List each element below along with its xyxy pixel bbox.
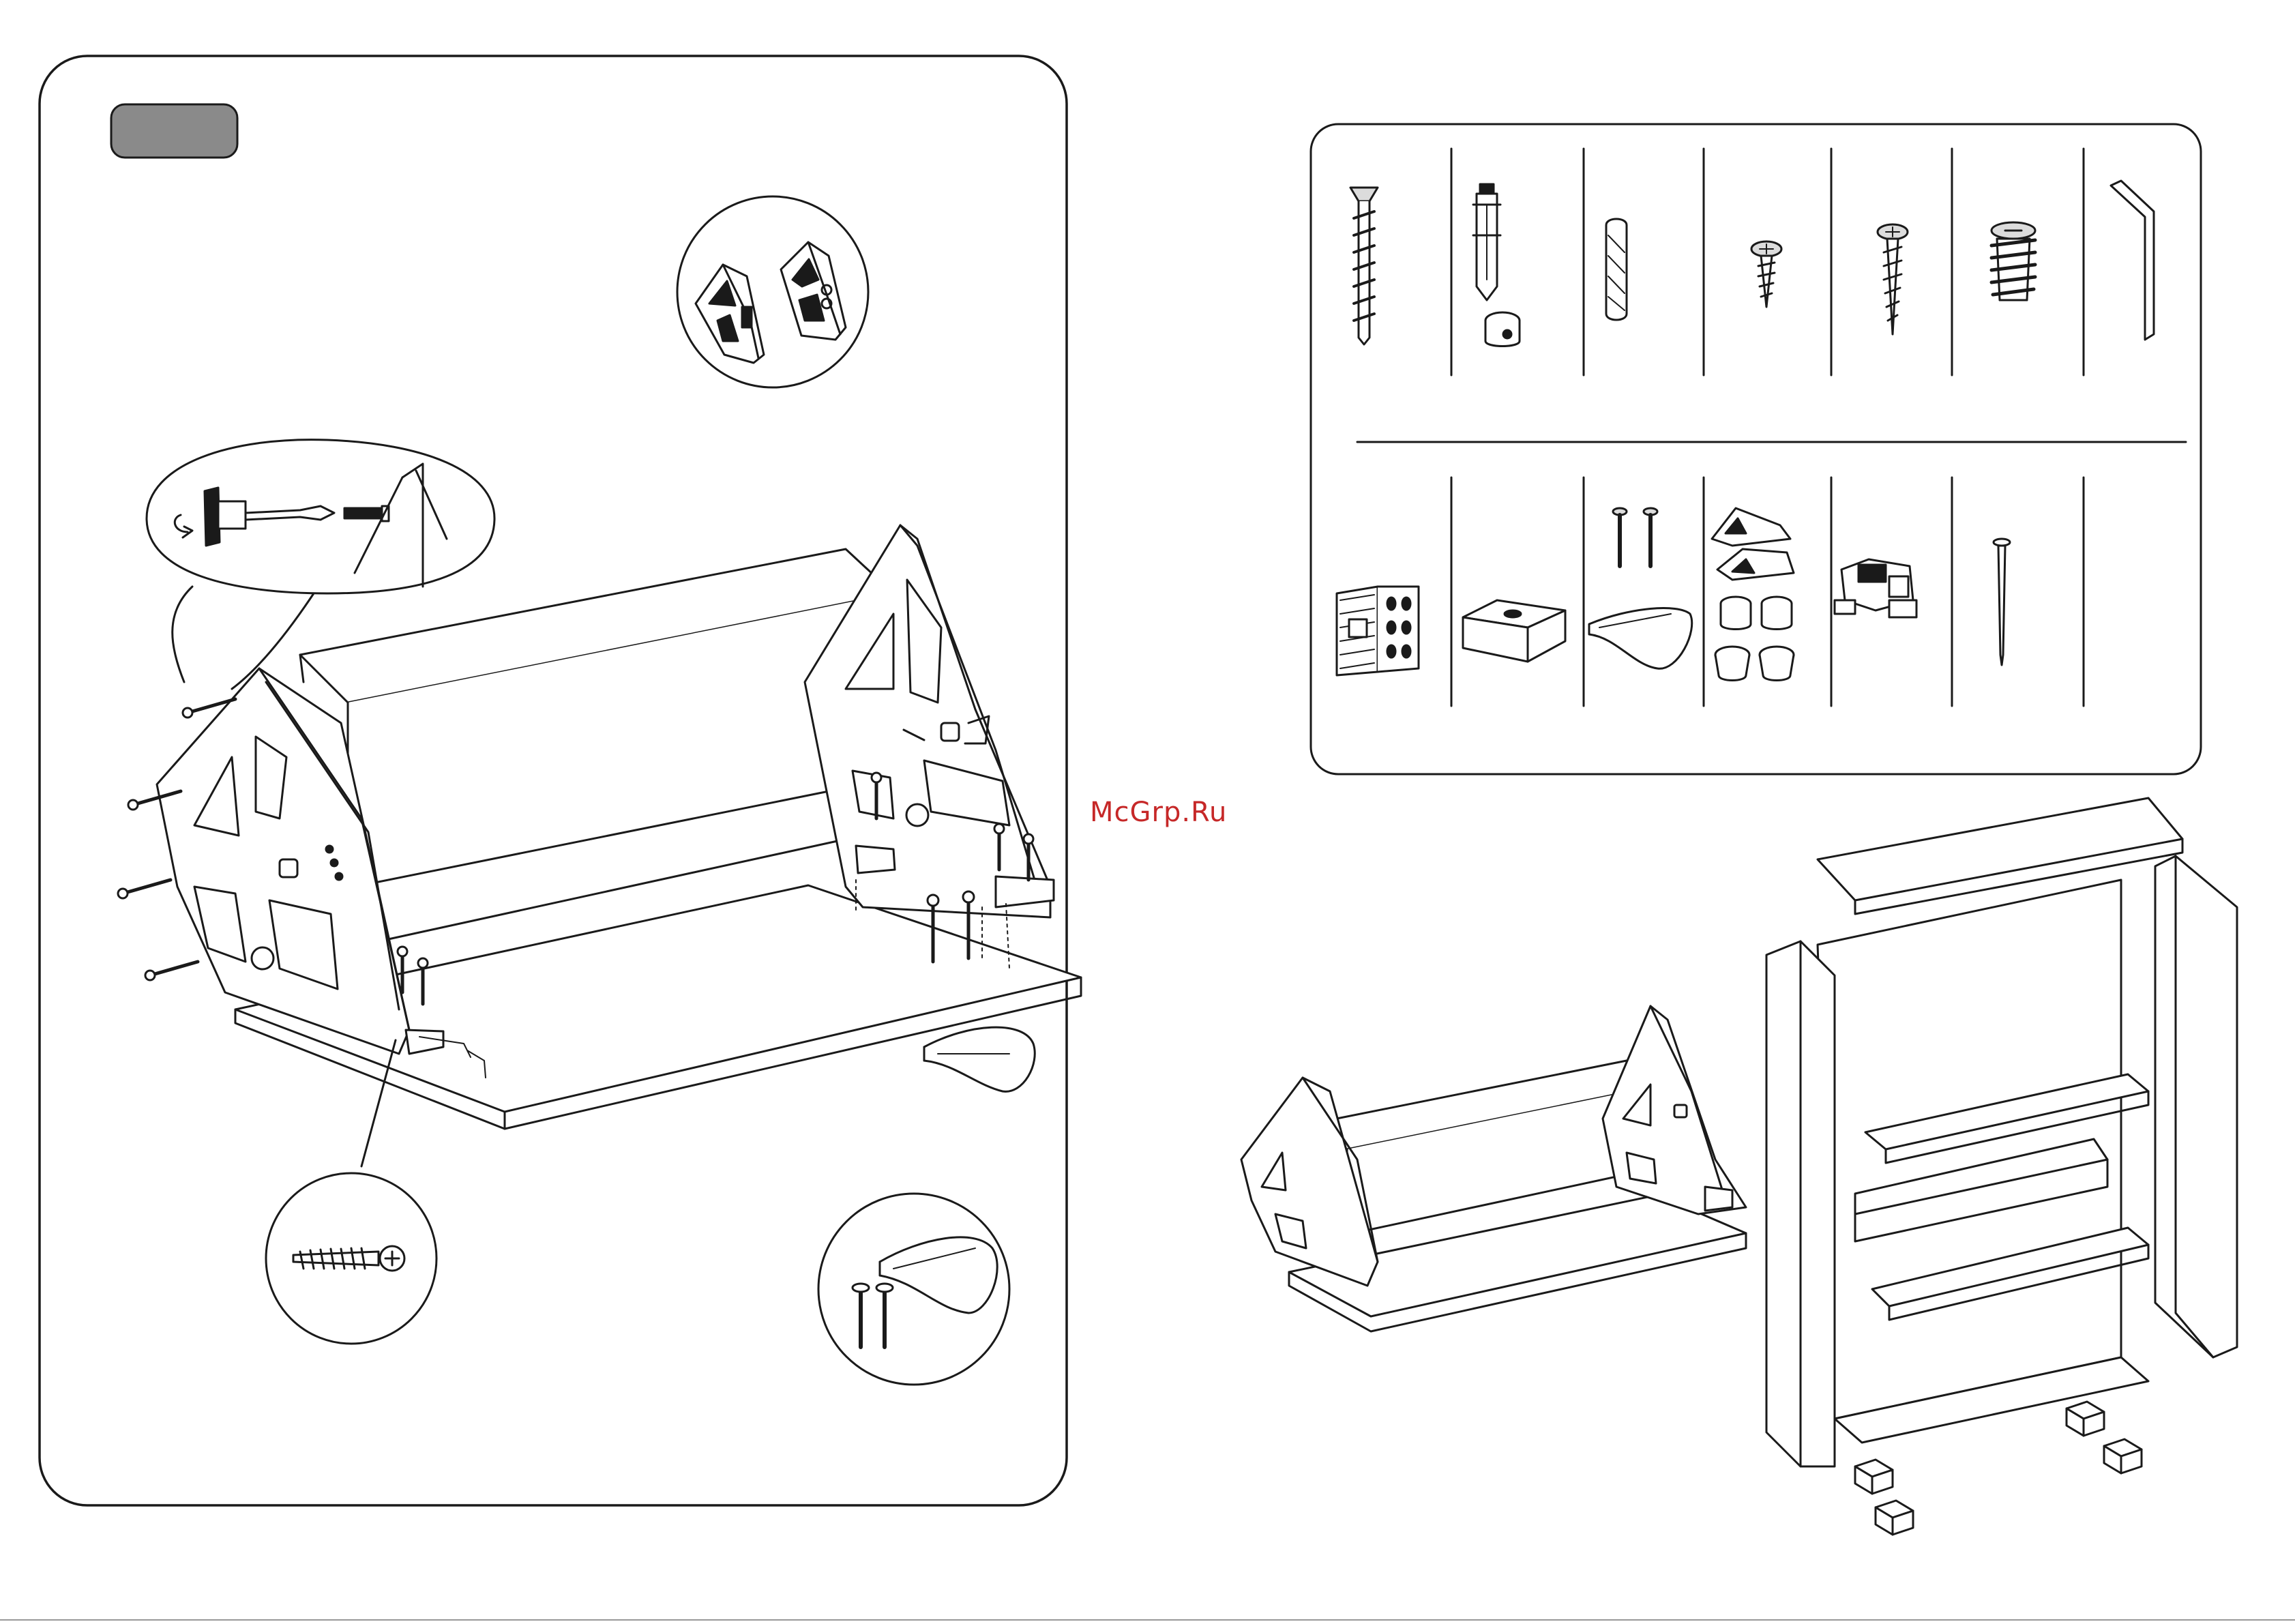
shoe-rack-preview <box>1241 1006 1746 1331</box>
cabinet-exploded-view <box>1241 798 2237 1535</box>
handle-icon <box>880 1237 997 1313</box>
handle-screw-icon <box>876 1284 893 1347</box>
wooden-dowel-icon <box>1606 219 1627 320</box>
hardware-panel <box>1311 124 2201 774</box>
confirmat-screw-icon <box>1350 188 1378 344</box>
cabinet-foot-icon <box>2104 1439 2142 1473</box>
step-badge <box>111 104 237 158</box>
hex-key-icon <box>2111 181 2154 340</box>
cam-bolt-and-lock-icon <box>1473 184 1520 346</box>
angle-bracket-icon <box>1337 587 1419 675</box>
threaded-insert-icon <box>1992 222 2035 300</box>
nail-icon <box>1994 539 2010 665</box>
watermark-text: McGrp.Ru <box>1090 797 1227 828</box>
door-catch-icon <box>1835 559 1916 617</box>
cabinet-foot-icon <box>1876 1501 1913 1535</box>
front-handle <box>924 1027 1035 1091</box>
wood-screw-callout <box>266 1173 436 1344</box>
handle-screw-icon <box>1613 508 1627 566</box>
wood-screw-icon <box>1878 224 1908 334</box>
cabinet-foot-icon <box>1855 1460 1893 1494</box>
shoe-rack-hinges-and-bushings-icon <box>1712 508 1794 681</box>
short-screw-icon <box>1751 241 1781 307</box>
screw-icon <box>118 880 171 898</box>
hinge-bracket-left-icon <box>696 265 764 363</box>
handle-mounting-callout <box>818 1194 1009 1385</box>
wood-screw-icon <box>293 1246 404 1271</box>
handle-screw-icon <box>1644 508 1657 566</box>
screw-icon <box>145 962 198 980</box>
handle-screw-icon <box>853 1284 869 1347</box>
cabinet-foot-icon <box>2067 1402 2104 1436</box>
hinge-bracket-right-icon <box>781 242 846 340</box>
support-block-icon <box>1463 600 1565 662</box>
hinge-bracket-pair-callout <box>677 196 868 387</box>
handle-with-screws-icon <box>1589 508 1692 668</box>
